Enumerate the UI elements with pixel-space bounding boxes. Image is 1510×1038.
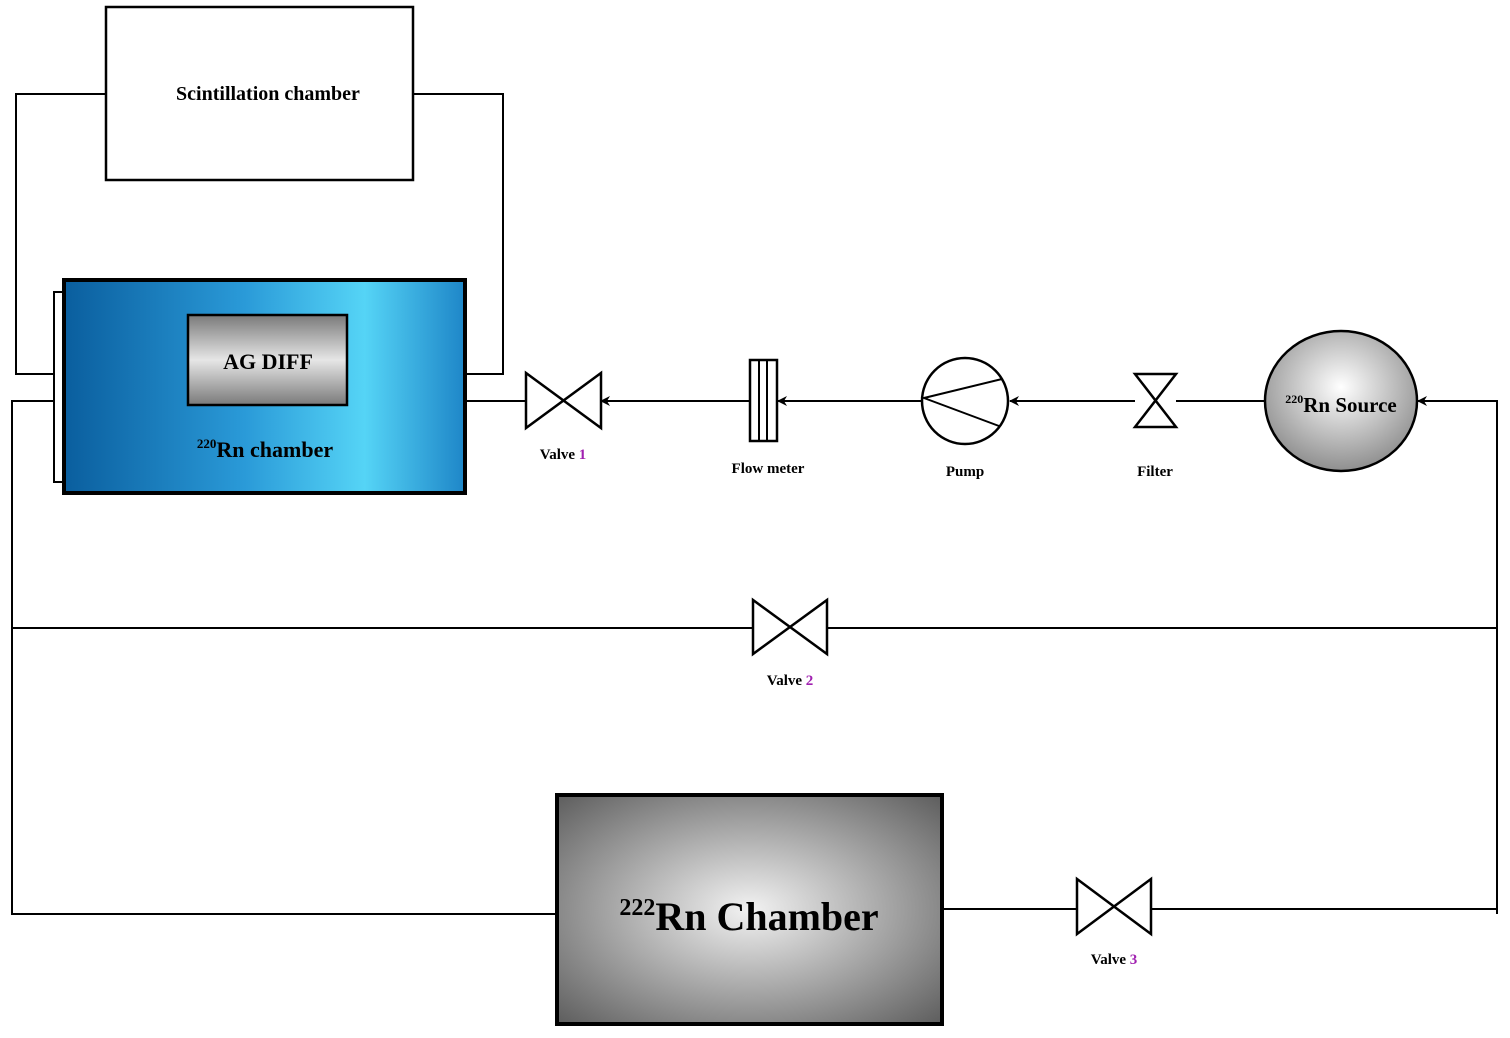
valve-2-label: Valve 2 — [767, 673, 814, 689]
rn222-chamber-text: Rn Chamber — [655, 894, 878, 939]
rn222-chamber-label: 222Rn Chamber — [619, 894, 878, 939]
rn220-chamber-text: Rn chamber — [216, 437, 333, 462]
rn220-source-text: Rn Source — [1303, 393, 1397, 417]
valve-1-word: Valve — [540, 447, 576, 463]
scintillation-chamber-box — [104, 5, 415, 182]
valve-2-symbol — [751, 597, 829, 657]
flow-meter-label: Flow meter — [732, 461, 805, 477]
rn220-chamber: AG DIFF 220Rn chamber — [62, 278, 467, 495]
valve-1-number: 1 — [579, 447, 587, 463]
valve-1-symbol — [524, 370, 603, 431]
return-to-source-arrow — [1417, 396, 1498, 914]
filter-label: Filter — [1137, 464, 1173, 480]
pump: Pump — [920, 356, 1010, 480]
scintillation-loop-left-wire — [15, 93, 106, 375]
rn220-source-label: 220Rn Source — [1285, 392, 1397, 417]
valve-3: Valve 3 — [1075, 876, 1153, 968]
pump-label: Pump — [946, 464, 984, 480]
valve-2-number: 2 — [806, 673, 814, 689]
scintillation-loop-right-wire — [413, 93, 504, 375]
rn220-source: 220Rn Source — [1263, 329, 1419, 473]
rn220-chamber-label: 220Rn chamber — [197, 436, 333, 462]
rn220-chamber-sup: 220 — [197, 436, 217, 451]
filter-symbol — [1132, 372, 1179, 429]
rn220-source-circle — [1263, 329, 1419, 473]
outer-left-wire — [11, 400, 557, 915]
valve-2: Valve 2 — [751, 597, 829, 689]
ag-diff-box — [186, 313, 349, 407]
valve-3-symbol — [1075, 876, 1153, 937]
scintillation-chamber: Scintillation chamber — [104, 5, 415, 182]
valve-1-label: Valve 1 — [540, 447, 587, 463]
ag-diff-label: AG DIFF — [223, 349, 313, 374]
valve-3-number: 3 — [1130, 952, 1138, 968]
valve-1: Valve 1 — [524, 370, 603, 463]
pump-symbol — [920, 378, 1003, 427]
flow-meter-body — [748, 358, 779, 443]
rn222-chamber-sup: 222 — [619, 895, 655, 921]
rn222-chamber: 222Rn Chamber — [555, 793, 944, 1026]
valve-2-word: Valve — [767, 673, 803, 689]
flow-meter: Flow meter — [732, 358, 805, 477]
valve-3-label: Valve 3 — [1091, 952, 1138, 968]
rn220-source-sup: 220 — [1285, 392, 1303, 406]
filter: Filter — [1132, 372, 1179, 480]
scintillation-chamber-label: Scintillation chamber — [176, 83, 360, 105]
valve-3-word: Valve — [1091, 952, 1127, 968]
pump-circle — [920, 356, 1010, 446]
